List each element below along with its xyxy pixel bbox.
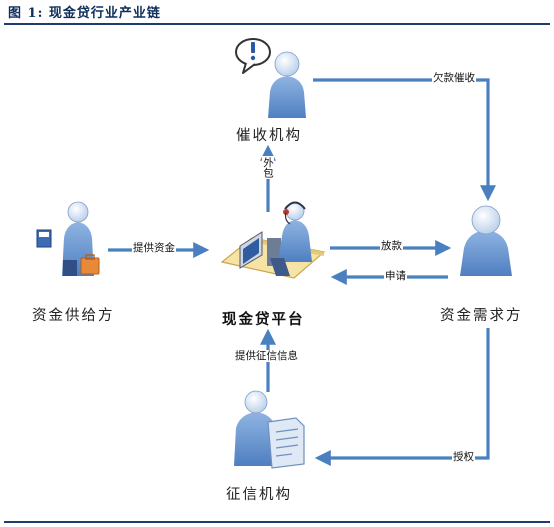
person-with-document-icon	[234, 390, 305, 469]
bottom-rule	[4, 521, 550, 523]
top-rule	[4, 23, 550, 25]
edge-label-provide-funds: 提供资金	[132, 242, 176, 254]
node-label-collection-agency: 催收机构	[236, 128, 302, 144]
person-with-alert-bubble-icon	[235, 38, 306, 118]
person-with-briefcase-icon	[36, 201, 100, 276]
node-label-borrower: 资金需求方	[440, 308, 523, 324]
node-label-platform: 现金贷平台	[222, 311, 305, 328]
person-icon	[460, 205, 512, 276]
node-label-credit-agency: 征信机构	[226, 487, 292, 503]
edge-label-loan-out: 放款	[380, 240, 403, 252]
edge-label-authorize: 授权	[452, 451, 475, 463]
node-label-fund-supplier: 资金供给方	[32, 308, 115, 324]
edge-label-apply: 申请	[384, 270, 407, 282]
arrow-borrower-to-credit	[314, 328, 490, 466]
figure-title: 图 1: 现金贷行业产业链	[8, 6, 161, 21]
edge-label-provide-credit-info: 提供征信信息	[234, 350, 299, 362]
edge-label-outsourcing: 外包	[262, 156, 274, 179]
arrow-collection-to-borrower	[313, 78, 496, 202]
edge-label-overdue-collection: 欠款催收	[432, 72, 476, 84]
operator-at-computer-icon	[220, 201, 326, 279]
